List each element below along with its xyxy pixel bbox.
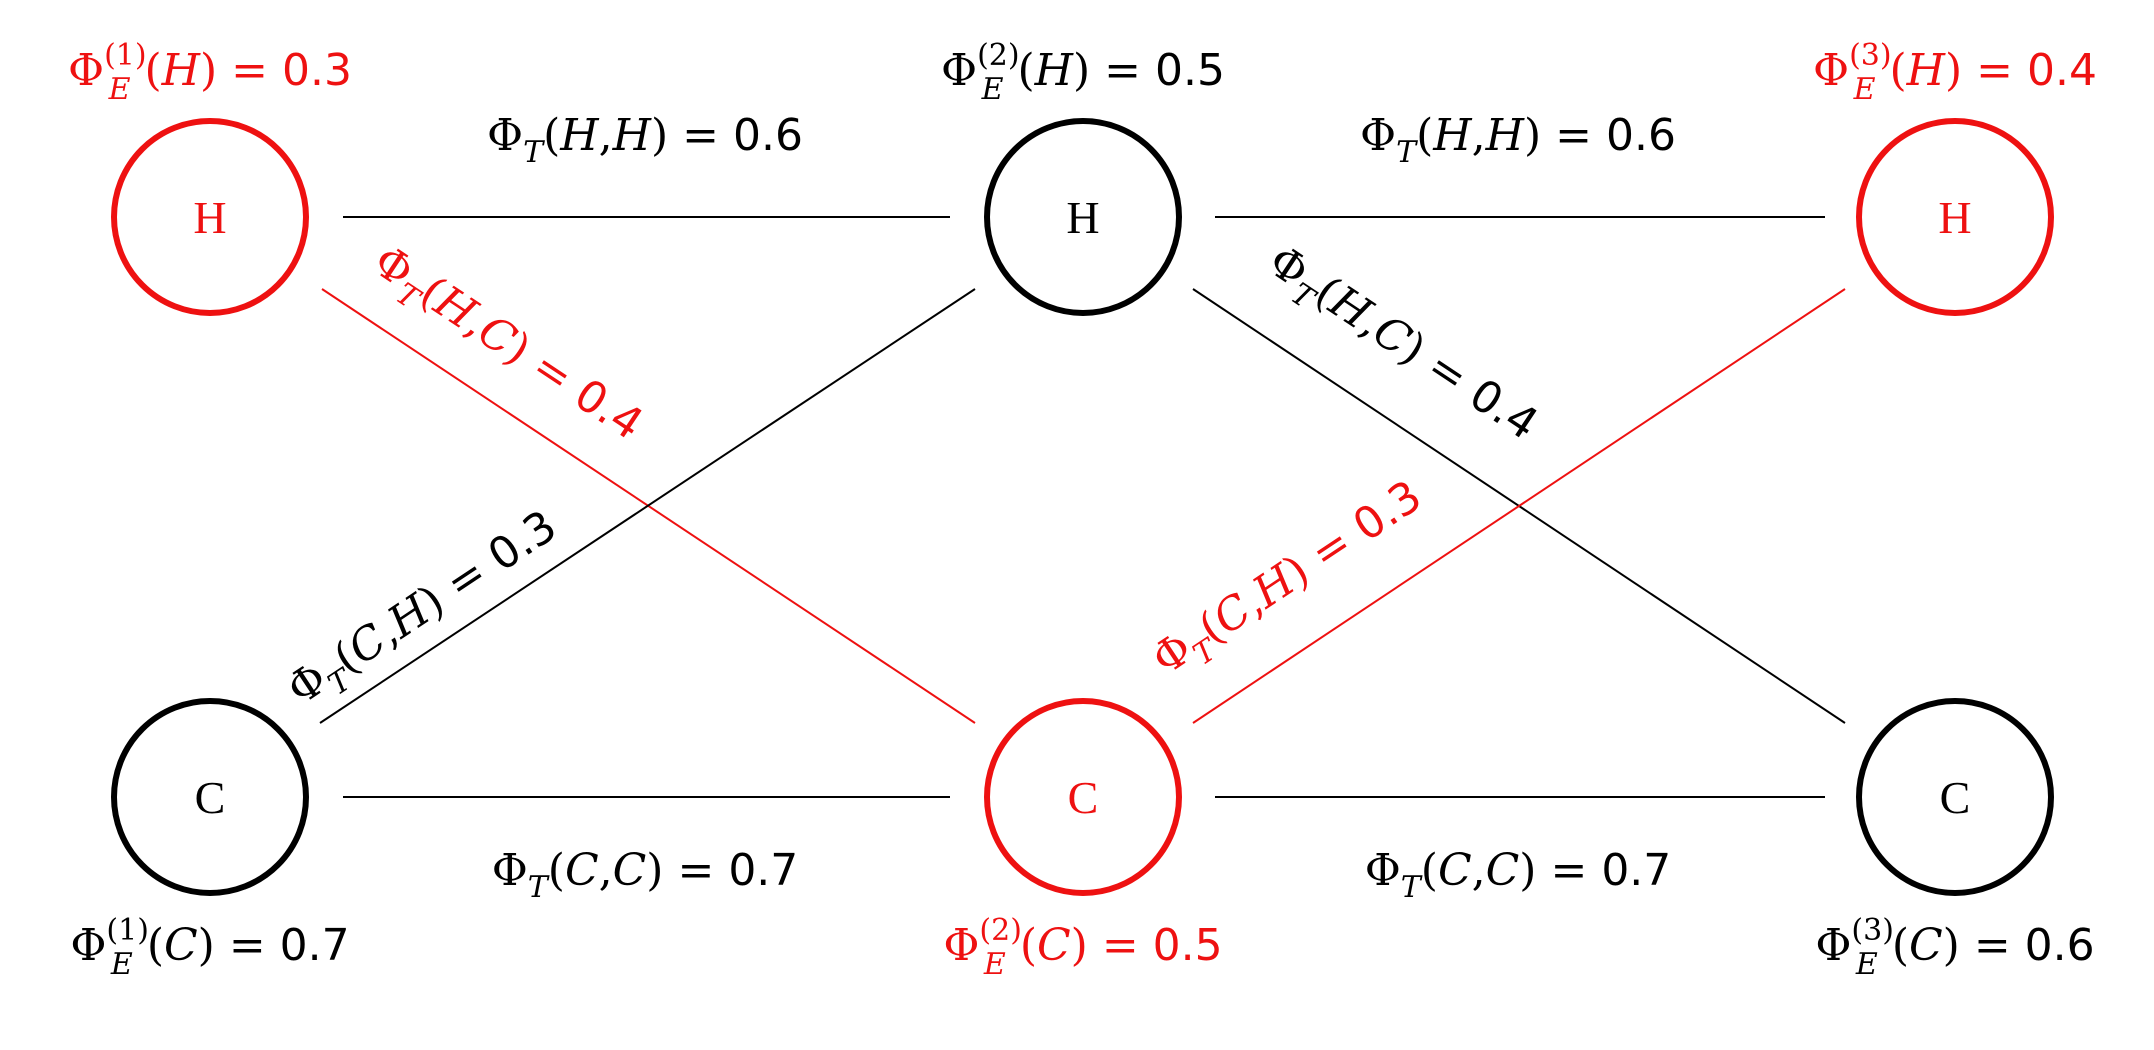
emission-value: 0.6: [2025, 920, 2095, 971]
transition-label-t-hh-12: ΦT(H,H) = 0.6: [487, 110, 803, 170]
transition-label-t-cc-12: ΦT(C,C) = 0.7: [492, 845, 799, 905]
emission-label-e-c2: Φ(2)E(C) = 0.5: [943, 913, 1222, 982]
transition-label-t-hc-12: ΦT(H,C) = 0.4: [359, 236, 652, 458]
state-letter: C: [195, 772, 226, 823]
state-node-h1: H: [111, 118, 309, 316]
state-letter: H: [1938, 192, 1971, 243]
emission-value: 0.4: [2027, 45, 2097, 96]
state-node-h3: H: [1856, 118, 2054, 316]
emission-value: 0.7: [280, 920, 350, 971]
emission-label-e-h3: Φ(3)E(H) = 0.4: [1813, 38, 2097, 107]
state-circle: [1856, 118, 2054, 316]
transition-value: 0.7: [1601, 845, 1671, 896]
state-letter: H: [193, 192, 226, 243]
state-letter: C: [1068, 772, 1099, 823]
state-circle: [111, 698, 309, 896]
state-nodes: H H H C C C: [111, 118, 2054, 896]
transition-value: 0.7: [728, 845, 798, 896]
emission-labels: Φ(1)E(H) = 0.3 Φ(2)E(H) = 0.5 Φ(3)E(H) = 0…: [68, 38, 2097, 982]
emission-value: 0.3: [282, 45, 352, 96]
transition-label-t-cc-23: ΦT(C,C) = 0.7: [1365, 845, 1672, 905]
emission-label-e-c1: Φ(1)E(C) = 0.7: [70, 913, 349, 982]
transition-labels: ΦT(H,H) = 0.6 ΦT(H,H) = 0.6ΦT(C,C) = 0.7 Φ…: [278, 110, 1676, 905]
emission-value: 0.5: [1155, 45, 1225, 96]
state-letter: H: [1066, 192, 1099, 243]
state-node-h2: H: [984, 118, 1182, 316]
emission-value: 0.5: [1153, 920, 1223, 971]
transition-label-t-hh-23: ΦT(H,H) = 0.6: [1360, 110, 1676, 170]
state-node-c1: C: [111, 698, 309, 896]
state-circle: [984, 698, 1182, 896]
state-node-c2: C: [984, 698, 1182, 896]
emission-label-e-h1: Φ(1)E(H) = 0.3: [68, 38, 352, 107]
transition-value: 0.6: [1606, 110, 1676, 161]
transition-edges: [319, 216, 1846, 798]
state-circle: [1856, 698, 2054, 896]
transition-value: 0.6: [733, 110, 803, 161]
state-letter: C: [1940, 772, 1971, 823]
emission-label-e-h2: Φ(2)E(H) = 0.5: [941, 38, 1225, 107]
transition-label-t-ch-12: ΦT(C,H) = 0.3: [278, 501, 571, 723]
state-circle: [984, 118, 1182, 316]
transition-edge-t-ch-12: [319, 288, 976, 724]
state-node-c3: C: [1856, 698, 2054, 896]
emission-label-e-c3: Φ(3)E(C) = 0.6: [1815, 913, 2094, 982]
state-circle: [111, 118, 309, 316]
transition-label-t-hc-23: ΦT(H,C) = 0.4: [1254, 236, 1547, 458]
transition-edge-t-ch-23: [1192, 288, 1846, 724]
